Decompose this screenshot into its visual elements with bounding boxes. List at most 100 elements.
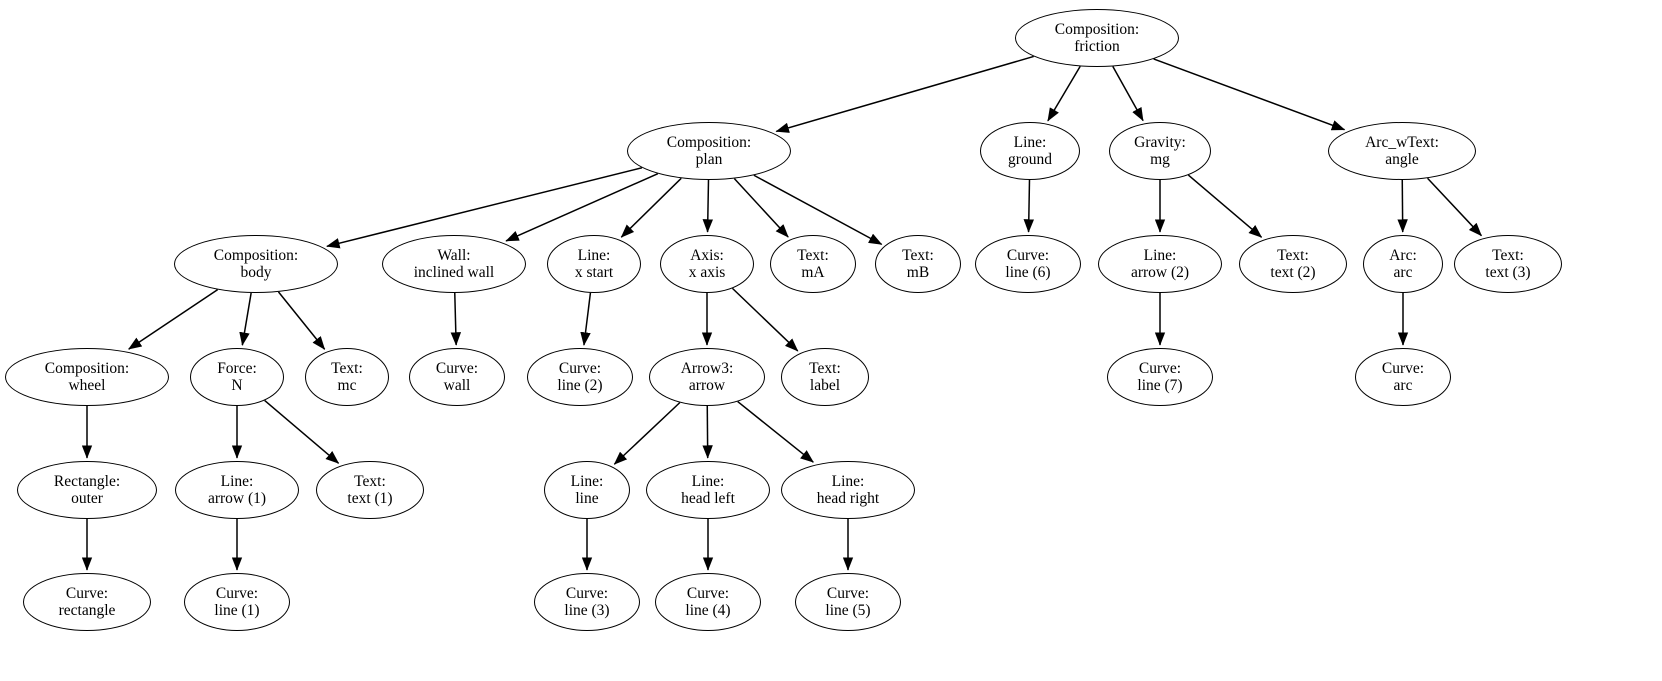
node-label: Composition:friction	[1053, 21, 1141, 56]
node-label: Rectangle:outer	[52, 473, 122, 508]
graph-node[interactable]: Line:arrow (1)	[175, 461, 299, 519]
graph-node[interactable]: Composition:body	[174, 235, 338, 293]
graph-edge	[1187, 174, 1263, 238]
graph-edge	[1023, 179, 1035, 233]
graph-node[interactable]: Line:line	[544, 461, 630, 519]
node-label: Curve:line (1)	[212, 585, 261, 620]
node-label-name: wall	[443, 377, 471, 394]
graph-node[interactable]: Curve:line (5)	[795, 573, 901, 631]
node-label: Arc_wText:angle	[1363, 134, 1441, 169]
node-label-name: text (2)	[1270, 264, 1316, 281]
node-label-type: Arc_wText:	[1365, 133, 1439, 151]
graph-edge	[1047, 65, 1081, 122]
node-label: Gravity:mg	[1132, 134, 1188, 169]
graph-node[interactable]: Curve:wall	[409, 348, 505, 406]
node-label-type: Gravity:	[1134, 133, 1186, 151]
graph-node[interactable]: Curve:arc	[1355, 348, 1451, 406]
graph-node[interactable]: Text:text (1)	[316, 461, 424, 519]
graph-node[interactable]: Composition:plan	[627, 122, 791, 180]
node-label: Line:x start	[573, 247, 615, 282]
node-label-name: line (7)	[1137, 377, 1183, 394]
node-label-type: Curve:	[565, 584, 609, 602]
graph-node[interactable]: Text:text (3)	[1454, 235, 1562, 293]
graph-node[interactable]: Curve:rectangle	[23, 573, 151, 631]
node-label-type: Composition:	[1054, 20, 1140, 38]
graph-node[interactable]: Text:mA	[770, 235, 856, 293]
node-label-name: line (4)	[685, 602, 731, 619]
node-label-type: Curve:	[1138, 359, 1182, 377]
graph-edge	[505, 172, 659, 242]
node-label-name: text (3)	[1485, 264, 1531, 281]
graph-node[interactable]: Line:head left	[646, 461, 770, 519]
node-label-type: Axis:	[690, 246, 724, 264]
node-label: Curve:line (3)	[562, 585, 611, 620]
node-label-name: arc	[1393, 377, 1413, 394]
graph-node[interactable]: Rectangle:outer	[17, 461, 157, 519]
graph-node[interactable]: Axis:x axis	[660, 235, 754, 293]
graph-node[interactable]: Line:ground	[980, 122, 1080, 180]
graph-edge	[731, 287, 799, 352]
node-label-name: mB	[906, 264, 930, 281]
graph-edge	[277, 291, 326, 350]
graph-node[interactable]: Text:text (2)	[1239, 235, 1347, 293]
node-label-type: Line:	[831, 472, 865, 490]
node-label-type: Line:	[577, 246, 611, 264]
node-label-type: Curve:	[1006, 246, 1050, 264]
node-label-name: body	[240, 264, 272, 281]
graph-node[interactable]: Curve:line (4)	[655, 573, 761, 631]
graph-node[interactable]: Arc_wText:angle	[1328, 122, 1476, 180]
graph-node[interactable]: Wall:inclined wall	[382, 235, 526, 293]
graph-node[interactable]: Arc:arc	[1363, 235, 1443, 293]
node-label-name: angle	[1385, 151, 1419, 168]
node-label-name: outer	[71, 490, 103, 507]
graph-edge	[128, 289, 219, 350]
graph-node[interactable]: Curve:line (1)	[184, 573, 290, 631]
node-label-name: line (5)	[825, 602, 871, 619]
node-label-type: Text:	[331, 359, 363, 377]
graph-node[interactable]: Text:mc	[305, 348, 389, 406]
graph-edge	[580, 292, 592, 346]
node-label-type: Curve:	[435, 359, 479, 377]
graph-node[interactable]: Curve:line (6)	[975, 235, 1081, 293]
node-label: Arc:arc	[1387, 247, 1419, 282]
graph-edge	[1112, 66, 1144, 122]
node-label-name: line (3)	[564, 602, 610, 619]
graph-node[interactable]: Curve:line (3)	[534, 573, 640, 631]
node-label-name: friction	[1074, 38, 1120, 55]
graph-edge	[702, 179, 714, 233]
node-label: Composition:wheel	[43, 360, 131, 395]
node-label: Composition:plan	[665, 134, 753, 169]
graph-node[interactable]: Line:head right	[781, 461, 915, 519]
node-label-name: line (2)	[557, 377, 603, 394]
graph-node[interactable]: Curve:line (7)	[1107, 348, 1213, 406]
node-label-name: rectangle	[58, 602, 116, 619]
node-label-name: line	[575, 490, 599, 507]
graph-node[interactable]: Curve:line (2)	[527, 348, 633, 406]
node-label-name: line (6)	[1005, 264, 1051, 281]
node-label: Curve:line (7)	[1135, 360, 1184, 395]
node-label-type: Force:	[217, 359, 257, 377]
node-label-type: Text:	[354, 472, 386, 490]
graph-node[interactable]: Composition:wheel	[5, 348, 169, 406]
node-label-type: Text:	[809, 359, 841, 377]
node-label-name: head left	[681, 490, 735, 507]
graph-node[interactable]: Text:label	[781, 348, 869, 406]
node-label-type: Composition:	[44, 359, 130, 377]
graph-node[interactable]: Line:arrow (2)	[1098, 235, 1222, 293]
graph-node[interactable]: Arrow3:arrow	[649, 348, 765, 406]
node-label: Curve:line (2)	[555, 360, 604, 395]
node-label: Line:line	[569, 473, 606, 508]
graph-edge	[1153, 58, 1346, 131]
graph-node[interactable]: Text:mB	[875, 235, 961, 293]
node-label-name: arc	[1393, 264, 1413, 281]
graph-edge	[450, 292, 462, 346]
node-label-type: Curve:	[686, 584, 730, 602]
graph-node[interactable]: Line:x start	[547, 235, 641, 293]
node-label: Composition:body	[212, 247, 300, 282]
graph-node[interactable]: Gravity:mg	[1109, 122, 1211, 180]
node-label: Text:mB	[900, 247, 936, 282]
graph-node[interactable]: Composition:friction	[1015, 9, 1179, 67]
node-label-name: arrow (2)	[1130, 264, 1190, 281]
graph-node[interactable]: Force:N	[190, 348, 284, 406]
